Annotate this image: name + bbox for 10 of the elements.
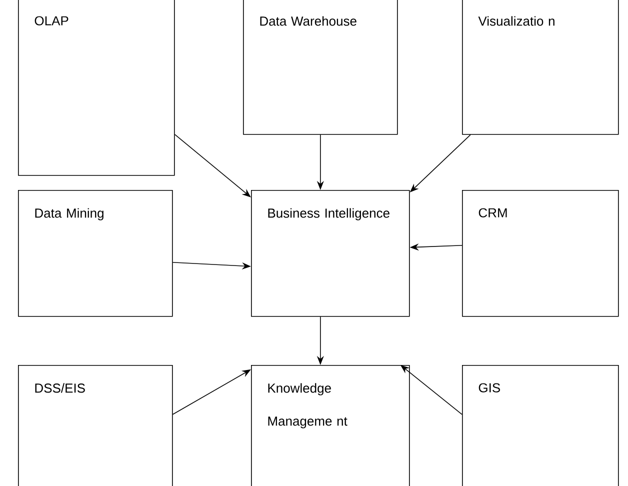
- process-box: Data Warehouse: [243, 0, 398, 135]
- process-box: CRM: [462, 190, 619, 317]
- process-box: DSS/EIS: [18, 365, 173, 486]
- process-box: GIS: [462, 365, 619, 486]
- process-box: Data Mining: [18, 190, 173, 317]
- process-box: Visualizatio n: [462, 0, 619, 135]
- process-box: OLAP: [18, 0, 175, 176]
- arrow: [174, 134, 251, 198]
- process-box: Knowledge Manageme nt: [251, 365, 410, 486]
- process-box: Business Intelligence: [251, 190, 410, 317]
